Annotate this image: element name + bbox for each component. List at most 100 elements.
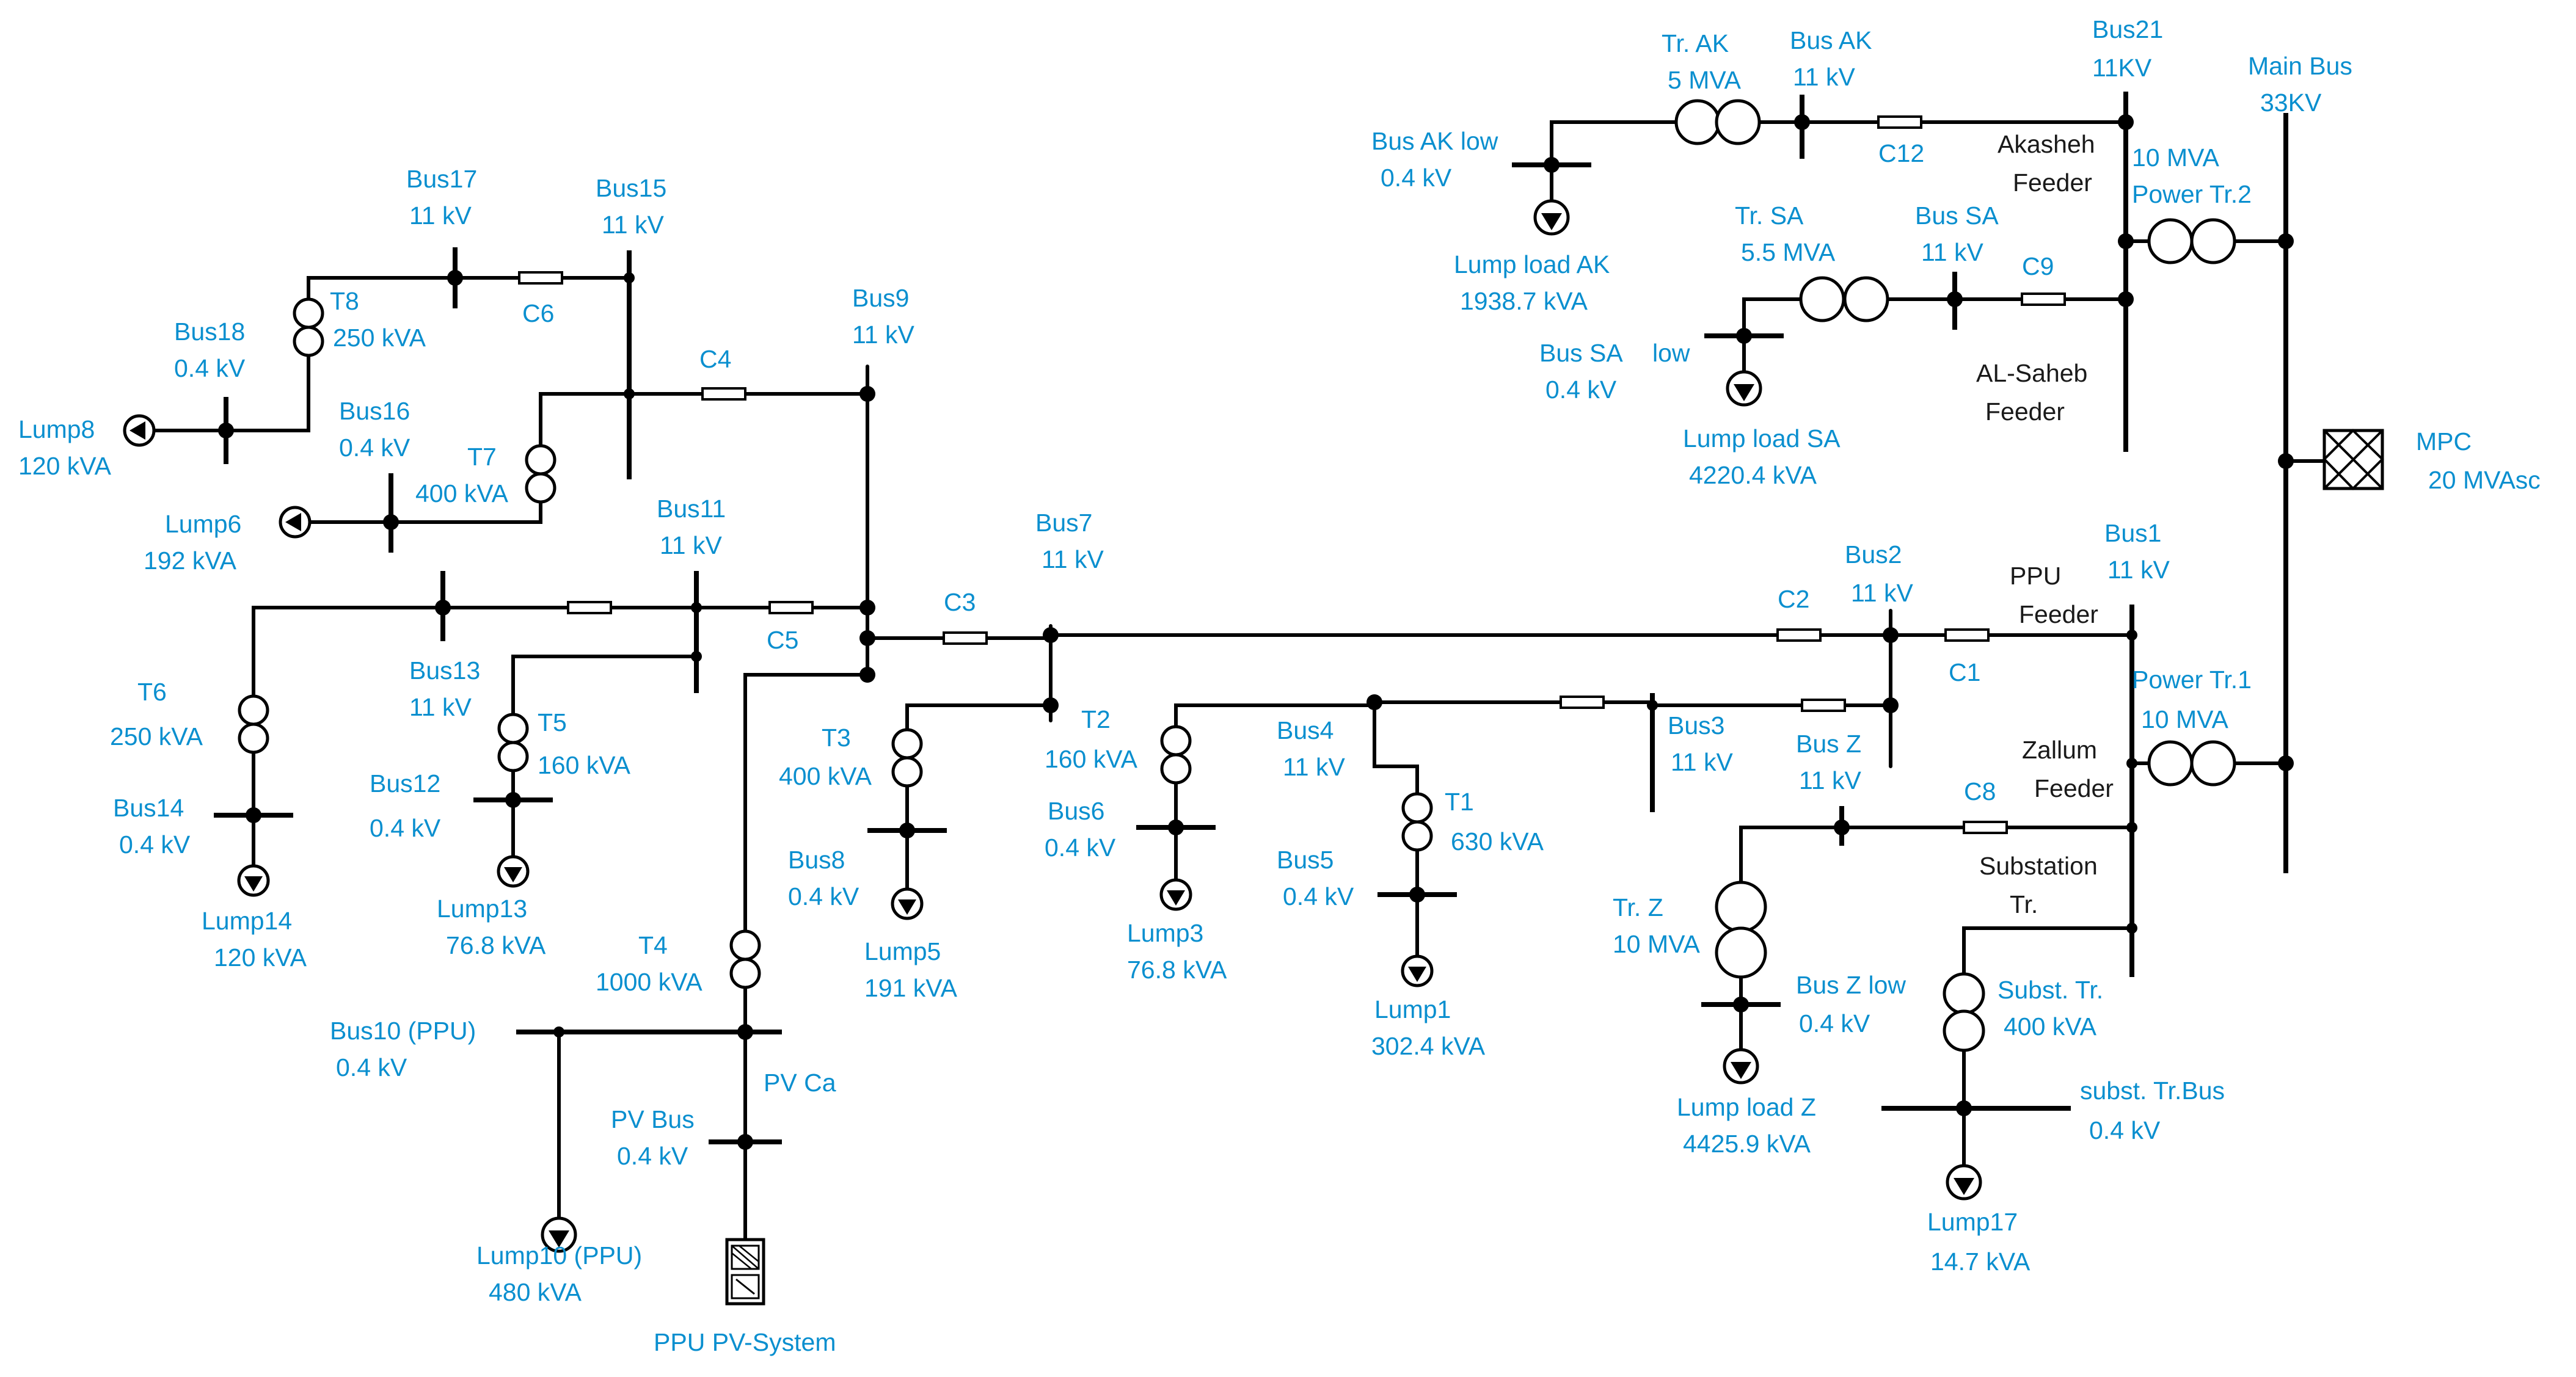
label-trz-rating: 10 MVA	[1613, 930, 1700, 958]
transformer-tr-z[interactable]	[1715, 881, 1767, 979]
label-lump-sa-name: Lump load SA	[1683, 424, 1841, 452]
label-t4-name: T4	[638, 931, 668, 959]
load-lump-ak[interactable]	[1533, 199, 1570, 236]
label-subst-tr-rating: 400 kVA	[2004, 1012, 2097, 1041]
cable-bus13-bus11[interactable]	[567, 601, 612, 614]
transformer-t6[interactable]	[238, 694, 269, 754]
junction	[505, 792, 521, 808]
cable-c3[interactable]	[943, 631, 988, 645]
label-bus15-voltage: 11 kV	[602, 211, 664, 239]
label-akasheh-feeder-1: Akasheh	[1998, 130, 2095, 158]
label-bus18-voltage: 0.4 kV	[174, 354, 246, 382]
load-lump8[interactable]	[123, 414, 156, 447]
junction	[383, 514, 399, 530]
label-lump-ak-rating: 1938.7 kVA	[1460, 287, 1588, 315]
transformer-power-tr2[interactable]	[2147, 218, 2236, 264]
cable-bus4-bus3[interactable]	[1560, 696, 1605, 709]
load-lump1[interactable]	[1401, 954, 1434, 987]
transformer-t7[interactable]	[525, 444, 556, 504]
label-pv-ca: PV Ca	[764, 1069, 836, 1097]
transformer-layer	[238, 99, 2236, 1052]
label-bus12-name: Bus12	[370, 769, 440, 797]
cable-c2[interactable]	[1776, 628, 1822, 642]
transformer-t1[interactable]	[1401, 792, 1433, 852]
label-lump8-name: Lump8	[18, 415, 95, 443]
label-mpc-name: MPC	[2416, 427, 2472, 456]
junction	[1956, 1100, 1972, 1116]
label-bus21-voltage: 11KV	[2092, 54, 2152, 82]
label-t5-name: T5	[538, 708, 567, 736]
cable-c5[interactable]	[768, 601, 814, 614]
line-bus11-t5	[511, 655, 698, 716]
label-ppu-feeder-1: PPU	[2010, 562, 2061, 590]
cable-c6[interactable]	[518, 271, 563, 285]
transformer-t3[interactable]	[891, 728, 923, 788]
label-lump6-name: Lump6	[165, 510, 241, 538]
load-lump10[interactable]	[541, 1216, 577, 1253]
junction	[1883, 697, 1899, 713]
wire-layer	[145, 120, 2326, 1241]
junction-layer	[218, 114, 2294, 1150]
transformer-t8[interactable]	[293, 297, 324, 357]
label-bus11-name: Bus11	[657, 495, 726, 523]
label-bus9-voltage: 11 kV	[852, 321, 914, 349]
label-t5-rating: 160 kVA	[538, 751, 631, 779]
cable-c4[interactable]	[701, 387, 746, 401]
label-lump13-rating: 76.8 kVA	[446, 931, 546, 959]
cable-c1[interactable]	[1944, 628, 1990, 642]
label-bus-sa-low-suffix: low	[1652, 339, 1690, 367]
load-lump5[interactable]	[891, 887, 924, 920]
load-lump6[interactable]	[279, 506, 312, 539]
transformer-t5[interactable]	[497, 713, 529, 772]
cable-c12[interactable]	[1877, 115, 1922, 129]
label-lump14-rating: 120 kVA	[214, 943, 307, 972]
junction	[2278, 453, 2294, 469]
label-bus13-name: Bus13	[409, 656, 480, 685]
label-bus4-name: Bus4	[1277, 716, 1334, 744]
label-t6-name: T6	[137, 678, 167, 706]
label-bus7-voltage: 11 kV	[1042, 545, 1104, 573]
label-alsaheb-feeder-2: Feeder	[1985, 398, 2065, 426]
label-lump1-name: Lump1	[1374, 995, 1451, 1023]
label-bus-ak-low-voltage: 0.4 kV	[1381, 164, 1452, 192]
label-power-tr2-name: Power Tr.2	[2132, 180, 2252, 208]
label-t6-rating: 250 kVA	[110, 722, 203, 750]
load-lump13[interactable]	[497, 855, 530, 888]
label-c9: C9	[2022, 252, 2054, 280]
transformer-tr-ak[interactable]	[1674, 99, 1761, 145]
transformer-subst-tr[interactable]	[1943, 972, 1985, 1052]
junction	[737, 1024, 753, 1040]
label-substation-tr-2: Tr.	[2010, 890, 2038, 918]
label-bus16-voltage: 0.4 kV	[339, 434, 410, 462]
label-bus3-voltage: 11 kV	[1671, 748, 1733, 776]
cable-c9[interactable]	[2021, 292, 2066, 306]
junction	[859, 630, 875, 646]
pv-system-icon[interactable]	[725, 1238, 765, 1306]
label-trz-name: Tr. Z	[1613, 893, 1663, 921]
line-tr-ak-bus-ak-low	[1550, 120, 1678, 167]
junction	[859, 386, 875, 402]
line-busz-trz	[1739, 826, 1844, 884]
cable-bus3-bus2[interactable]	[1801, 699, 1846, 712]
junction	[447, 270, 463, 286]
load-lump-z[interactable]	[1723, 1048, 1759, 1085]
label-ppu-feeder-2: Feeder	[2019, 600, 2098, 628]
load-lump-sa[interactable]	[1726, 370, 1762, 407]
cable-c8[interactable]	[1963, 821, 2008, 834]
transformer-power-tr1[interactable]	[2147, 740, 2236, 787]
load-lump14[interactable]	[237, 864, 270, 897]
label-power-tr2-rating: 10 MVA	[2132, 144, 2219, 172]
label-t2-name: T2	[1081, 705, 1111, 733]
line-bus7-t3	[905, 703, 1053, 732]
label-bus6-voltage: 0.4 kV	[1045, 834, 1116, 862]
label-lump6-rating: 192 kVA	[144, 547, 237, 575]
transformer-t2[interactable]	[1160, 725, 1192, 785]
label-lump14-name: Lump14	[202, 907, 292, 935]
mpc-source-icon[interactable]	[2322, 429, 2384, 490]
transformer-tr-sa[interactable]	[1799, 276, 1889, 322]
label-bus2-voltage: 11 kV	[1851, 579, 1913, 607]
label-pv-system: PPU PV-System	[654, 1328, 836, 1356]
transformer-t4[interactable]	[729, 929, 761, 989]
load-lump3[interactable]	[1159, 878, 1192, 911]
load-lump17[interactable]	[1946, 1164, 1982, 1201]
